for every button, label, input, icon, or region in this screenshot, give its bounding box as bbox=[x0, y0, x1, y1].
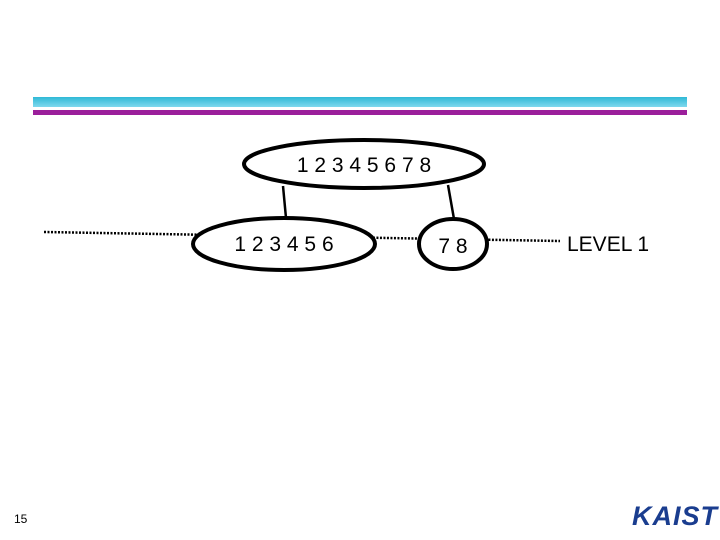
page-number: 15 bbox=[14, 512, 28, 526]
root-node-label: 1 2 3 4 5 6 7 8 bbox=[297, 154, 431, 177]
connector-left bbox=[281, 185, 288, 219]
kaist-logo: KAIST bbox=[632, 501, 718, 531]
root-node bbox=[242, 138, 486, 190]
level-label: LEVEL 1 bbox=[567, 233, 649, 256]
header-purple-bar bbox=[33, 110, 687, 115]
left-child-label: 1 2 3 4 5 6 bbox=[234, 233, 333, 256]
right-child-label: 7 8 bbox=[438, 235, 467, 258]
left-child-node bbox=[191, 216, 377, 272]
right-child-node bbox=[417, 217, 489, 271]
connector-right bbox=[446, 184, 456, 220]
header-cyan-bar bbox=[33, 97, 687, 107]
